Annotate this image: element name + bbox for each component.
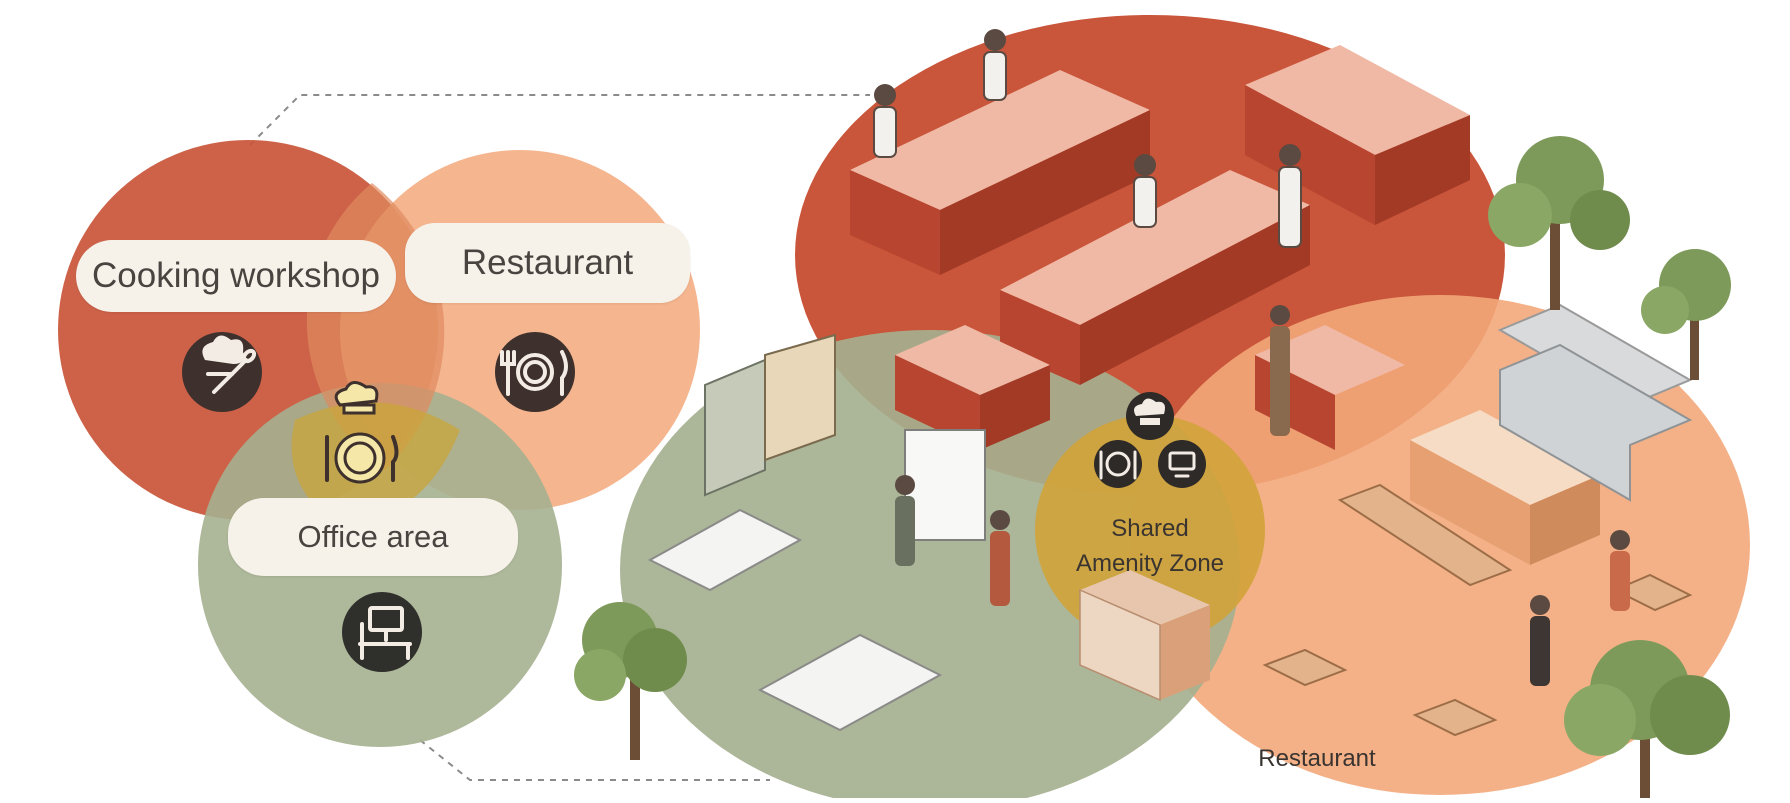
phone-booth-2 — [764, 333, 836, 462]
chef-hat-plate-icon — [325, 381, 399, 484]
counter-front-2 — [1000, 290, 1080, 385]
tree-left — [574, 602, 687, 760]
desk-cluster-1 — [647, 508, 803, 592]
chef-hat-whisk-icon — [202, 335, 257, 394]
person-chef-3-body — [1133, 176, 1157, 228]
tree-right-middle — [1641, 249, 1731, 380]
counter-side-2 — [1080, 205, 1310, 385]
shared-zone-label-line2: Amenity Zone — [1075, 550, 1225, 577]
counter-side-4 — [980, 365, 1050, 450]
person-diner-1 — [1270, 305, 1290, 325]
counter-front-3 — [1245, 85, 1375, 225]
restaurant-scene-label: Restaurant — [1258, 745, 1376, 772]
counter-front-1 — [850, 170, 940, 275]
person-diner-2-body — [1610, 551, 1630, 611]
connector-dashed-line-top — [249, 94, 870, 146]
counter-top-3 — [1245, 45, 1470, 155]
counter-front-4 — [895, 355, 980, 450]
workshop-counters — [850, 45, 1470, 450]
kitchen-top — [1410, 410, 1600, 505]
venn-label-office-area: Office area — [228, 498, 518, 576]
tree-right-bottom — [1564, 640, 1730, 798]
computer-icon — [1158, 440, 1206, 488]
trees — [574, 136, 1731, 798]
venn-icon-restaurant-badge — [495, 332, 575, 412]
dining-table-2 — [1412, 698, 1498, 737]
booth-back — [1079, 588, 1161, 702]
desk-cluster-2 — [757, 633, 943, 732]
booth-front — [1160, 605, 1210, 700]
shared-zone-label-line1: Shared — [1111, 515, 1189, 542]
person-chef-2 — [984, 29, 1006, 51]
person-diner-2 — [1610, 530, 1630, 550]
person-waiter-body — [1530, 616, 1550, 686]
plate-icon — [1094, 440, 1142, 488]
restaurant-kitchen — [1410, 303, 1693, 565]
venn-icon-center-badge — [325, 381, 399, 484]
person-office-2-body — [990, 531, 1010, 606]
desk-computer-icon — [358, 606, 412, 660]
kitchen-side — [1530, 475, 1600, 565]
counter-top-5 — [1255, 325, 1405, 395]
person-office-1-body — [895, 496, 915, 566]
venn-label-restaurant: Restaurant — [405, 223, 690, 303]
venn-icon-cooking-badge — [182, 332, 262, 412]
dining-table-3 — [1612, 573, 1693, 612]
dining-table-long — [1337, 483, 1513, 587]
office-desks — [647, 333, 986, 732]
venn-icon-office-badge — [342, 592, 422, 672]
shared-zone-booth — [1079, 570, 1210, 702]
person-chef-1 — [874, 84, 896, 106]
plate-fork-knife-icon — [500, 350, 568, 396]
whiteboard — [904, 429, 986, 541]
person-chef-2-body — [983, 51, 1007, 101]
booth-top — [1080, 570, 1210, 625]
counter-top-2 — [1000, 170, 1310, 325]
counter-top-1 — [850, 70, 1150, 210]
counter-top-4 — [895, 325, 1050, 395]
person-waiter — [1530, 595, 1550, 615]
phone-booth — [704, 358, 766, 497]
dining-table-1 — [1262, 648, 1348, 687]
person-chef-3 — [1134, 154, 1156, 176]
person-chef-4 — [1279, 144, 1301, 166]
person-office-1 — [895, 475, 915, 495]
dining-tables — [1262, 483, 1693, 737]
person-chef-4-body — [1278, 166, 1302, 248]
people — [873, 29, 1630, 686]
person-diner-1-body — [1270, 326, 1290, 436]
venn-label-cooking-workshop: Cooking workshop — [76, 240, 396, 312]
counter-side-3 — [1375, 115, 1470, 225]
tree-right-top — [1488, 136, 1630, 310]
kitchen-front — [1410, 440, 1530, 565]
connector-dashed-line-bottom — [419, 739, 770, 781]
shared-zone-icons — [1094, 392, 1206, 488]
person-office-2 — [990, 510, 1010, 530]
steel-counter — [1499, 343, 1693, 502]
person-chef-1-body — [873, 106, 897, 158]
counter-side-1 — [940, 110, 1150, 275]
chef-hat-icon — [1126, 392, 1174, 440]
